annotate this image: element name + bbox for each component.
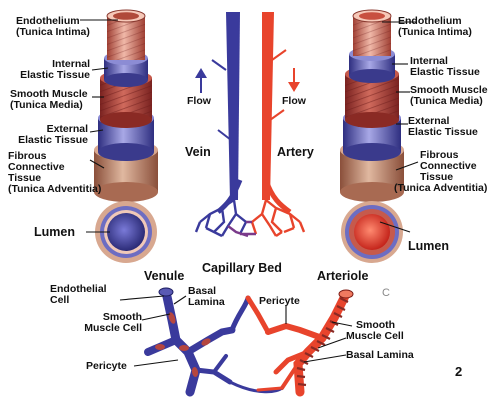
label-line: Lamina	[188, 296, 225, 308]
venule-pericytes	[155, 312, 211, 377]
label-line: Muscle Cell	[346, 330, 404, 342]
label-left-internal-elastic: Internal Elastic Tissue	[20, 59, 90, 81]
label-endothelial-cell: Endothelial Cell	[50, 284, 107, 306]
label-c-mark: C	[382, 287, 390, 299]
label-line: External	[408, 115, 450, 127]
capillary-bed-network	[194, 199, 306, 238]
label-line: Elastic Tissue	[18, 134, 88, 146]
artery-trunk	[262, 12, 292, 215]
label-line: Smooth Muscle	[10, 88, 88, 100]
artery-cutaway	[340, 9, 404, 202]
label-line: External	[46, 123, 88, 135]
vein-cutaway	[94, 9, 158, 202]
label-right-internal-elastic: Internal Elastic Tissue	[410, 56, 480, 78]
label-arteriole: Arteriole	[317, 269, 369, 283]
arteriole-smooth-muscle	[296, 297, 349, 387]
label-venule: Venule	[144, 269, 185, 283]
label-line: (Tunica Intima)	[16, 26, 90, 38]
label-line: (Tunica Intima)	[398, 26, 472, 38]
label-left-fibrous: Fibrous Connective Tissue (Tunica Advent…	[8, 151, 101, 195]
label-line: Fibrous	[8, 150, 47, 162]
vein-cross-section	[95, 201, 157, 263]
label-lumen-left: Lumen	[34, 225, 75, 239]
arteriole-opening	[338, 289, 354, 299]
label-line: Smooth Muscle	[410, 84, 488, 96]
label-line: Endothelium	[398, 15, 462, 27]
label-right-external-elastic: External Elastic Tissue	[408, 116, 478, 138]
label-line: Elastic Tissue	[410, 66, 480, 78]
label-right-endothelium: Endothelium (Tunica Intima)	[398, 16, 472, 38]
label-line: Smooth	[102, 311, 142, 323]
leader-lines	[80, 19, 419, 367]
label-line: Endothelium	[16, 15, 80, 27]
label-basal-lamina-right: Basal Lamina	[346, 349, 414, 361]
label-artery: Artery	[277, 145, 314, 159]
label-flow-right: Flow	[282, 95, 306, 107]
label-pericyte-center: Pericyte	[259, 295, 300, 307]
label-vein: Vein	[185, 145, 211, 159]
label-right-fibrous: Fibrous Connective Tissue (Tunica Advent…	[394, 150, 487, 194]
label-line: (Tunica Adventitia)	[394, 182, 488, 194]
label-lumen-right: Lumen	[408, 239, 449, 253]
label-smooth-muscle-cell-right: Smooth Muscle Cell	[346, 320, 404, 342]
label-line: (Tunica Media)	[410, 95, 483, 107]
label-line: Connective	[420, 160, 477, 172]
label-line: Internal	[410, 55, 448, 67]
label-basal-lamina-left: Basal Lamina	[188, 286, 225, 308]
label-line: Endothelial	[50, 283, 107, 295]
label-left-smooth-muscle: Smooth Muscle (Tunica Media)	[10, 89, 88, 111]
label-line: Tissue	[420, 171, 454, 183]
label-line: (Tunica Media)	[10, 99, 83, 111]
label-line: Tissue	[8, 172, 42, 184]
label-pericyte-left: Pericyte	[86, 360, 127, 372]
label-line: Fibrous	[420, 149, 459, 161]
label-line: Cell	[50, 294, 70, 306]
label-line: Smooth	[356, 319, 396, 331]
label-left-endothelium: Endothelium (Tunica Intima)	[16, 16, 90, 38]
arteriole-network	[265, 289, 351, 397]
flow-down-arrow	[288, 68, 300, 92]
label-capillary-bed: Capillary Bed	[202, 261, 282, 275]
capillary-loop	[228, 295, 284, 394]
label-flow-left: Flow	[187, 95, 211, 107]
label-line: Basal	[188, 285, 217, 297]
label-right-smooth-muscle: Smooth Muscle (Tunica Media)	[410, 85, 488, 107]
label-line: Muscle Cell	[84, 322, 142, 334]
label-line: Internal	[52, 58, 90, 70]
vein-trunk	[211, 12, 243, 214]
artery-cross-section	[341, 201, 403, 263]
label-line: Elastic Tissue	[408, 126, 478, 138]
label-line: Elastic Tissue	[20, 69, 90, 81]
label-line: (Tunica Adventitia)	[8, 183, 102, 195]
label-left-external-elastic: External Elastic Tissue	[18, 124, 88, 146]
flow-up-arrow	[195, 68, 207, 93]
figure-number: 2	[455, 364, 463, 379]
label-smooth-muscle-cell-left: Smooth Muscle Cell	[84, 312, 142, 334]
label-line: Connective	[8, 161, 65, 173]
